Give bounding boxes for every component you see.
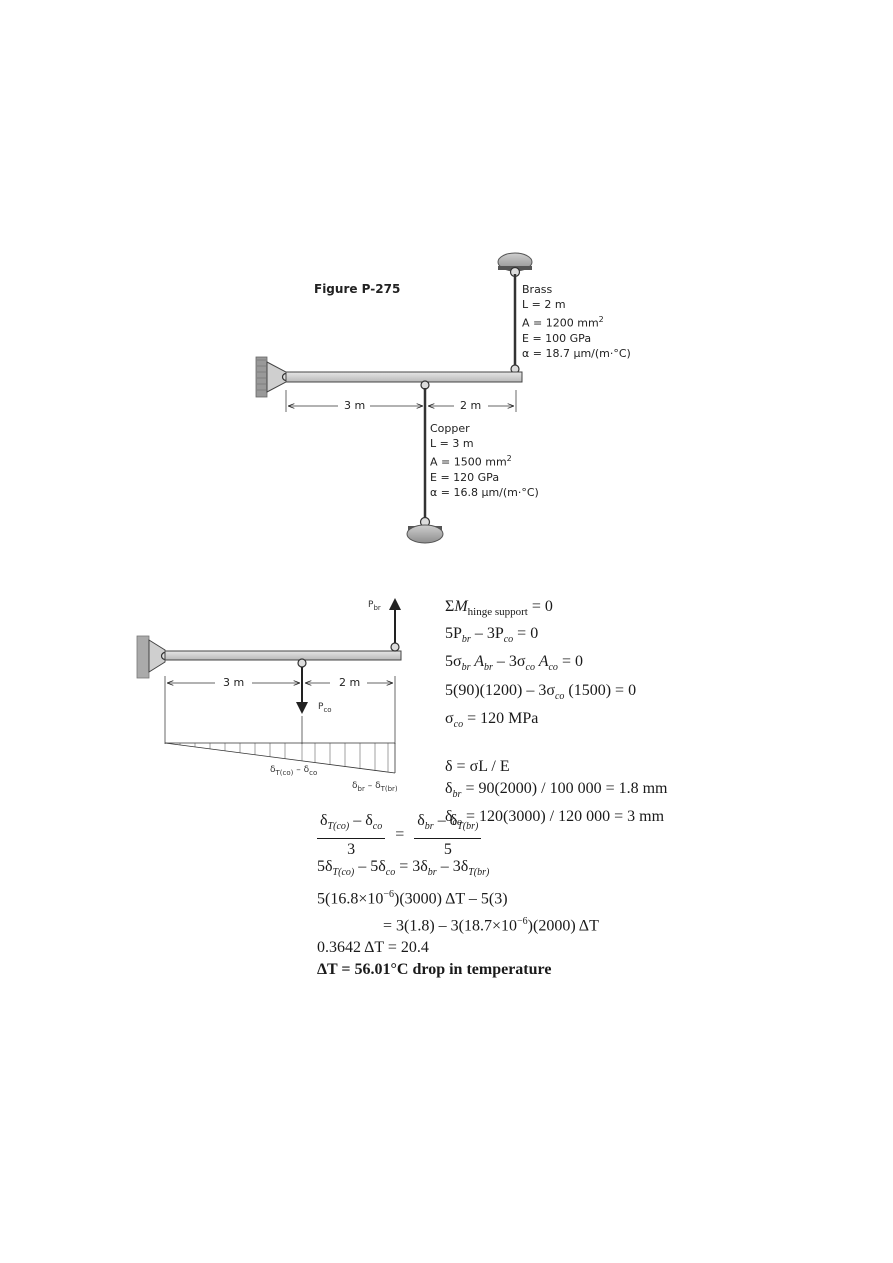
brass-alpha: α = 18.7 μm/(m·°C) <box>522 346 631 360</box>
copper-spec: Copper L = 3 m A = 1500 mm2 E = 120 GPa … <box>430 421 539 500</box>
fbd-drawing <box>136 598 402 774</box>
brass-area: A = 1200 mm2 <box>522 315 604 330</box>
copper-modulus: E = 120 GPa <box>430 470 500 484</box>
fbd-dim-right: 2 m <box>339 676 361 689</box>
figure-title: Figure P-275 <box>314 282 401 296</box>
brass-name: Brass <box>522 283 553 296</box>
ratio-right: δbr – δT(br) 5 <box>414 810 482 861</box>
rigid-bar <box>285 371 523 383</box>
dim-right-label: 2 m <box>460 399 482 412</box>
p-co-label: Pco <box>318 702 332 714</box>
compatibility-block: δT(co) – δco 3 = δbr – δT(br) 5 5δT(co) … <box>317 810 599 981</box>
compat-line-2: 5δT(co) – 5δco = 3δbr – 3δT(br) <box>317 858 490 879</box>
equation-block: ΣMhinge support = 0 5Pbr – 3Pco = 0 5σbr… <box>445 596 668 834</box>
compat-line-5: 0.3642 ΔT = 20.4 <box>317 938 429 956</box>
compat-line-3: 5(16.8×10−6)(3000) ΔT – 5(3) <box>317 889 508 908</box>
brass-modulus: E = 100 GPa <box>522 331 592 345</box>
final-answer: ΔT = 56.01°C drop in temperature <box>317 960 552 978</box>
eq-deformation: δ = σL / E <box>445 757 510 775</box>
brass-top-support <box>497 252 533 278</box>
ratio-left: δT(co) – δco 3 <box>317 810 386 861</box>
eq-delta-co: δco = 120(3000) / 120 000 = 3 mm <box>445 808 665 829</box>
compat-ratio: δT(co) – δco 3 = δbr – δT(br) 5 <box>317 810 599 858</box>
copper-name: Copper <box>430 422 470 435</box>
brass-length: L = 2 m <box>522 298 566 311</box>
fbd-dim-left: 3 m <box>223 676 245 689</box>
wall-support <box>255 356 291 398</box>
eq-delta-br: δbr = 90(2000) / 100 000 = 1.8 mm <box>445 779 668 801</box>
delta-br-label: δbr – δT(br) <box>352 781 398 793</box>
copper-bottom-support <box>406 516 444 544</box>
copper-area: A = 1500 mm2 <box>430 454 512 469</box>
copper-length: L = 3 m <box>430 437 474 450</box>
eq-substitution: 5(90)(1200) – 3σco (1500) = 0 <box>445 681 637 702</box>
p-br-label: Pbr <box>368 600 381 612</box>
eq-moment: ΣMhinge support = 0 <box>445 598 553 619</box>
compat-line-4: = 3(1.8) – 3(18.7×10−6)(2000) ΔT <box>383 915 599 934</box>
eq-stress-area: 5σbr Abr – 3σco Aco = 0 <box>445 653 583 674</box>
eq-force-balance: 5Pbr – 3Pco = 0 <box>445 625 539 646</box>
brass-spec: Brass L = 2 m A = 1200 mm2 E = 100 GPa α… <box>522 282 631 361</box>
eq-sigma-co: σco = 120 MPa <box>445 709 539 730</box>
delta-co-label: δT(co) – δco <box>270 765 318 777</box>
dim-left-label: 3 m <box>344 399 366 412</box>
copper-alpha: α = 16.8 μm/(m·°C) <box>430 485 539 499</box>
